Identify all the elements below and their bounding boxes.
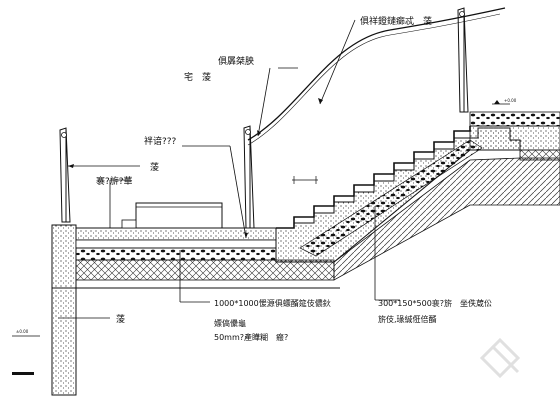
watermark-logo xyxy=(479,337,521,379)
svg-text:+0.00: +0.00 xyxy=(504,98,517,103)
label-stair-2: 旂伎,瑑絾俇倍醑 xyxy=(378,314,437,324)
dimension-mark xyxy=(292,176,318,184)
post-middle xyxy=(243,125,255,229)
left-retaining-wall xyxy=(51,224,77,396)
label-handrail: 俱祥鐙鏈癤忒 蔆 xyxy=(360,15,432,27)
stair-body xyxy=(275,111,560,281)
handrail-posts xyxy=(59,7,469,229)
ground-slab xyxy=(52,227,340,289)
label-lamp: 袢谙??? xyxy=(144,135,177,147)
label-left-c: 蔆 xyxy=(116,313,125,325)
post-right xyxy=(457,7,469,113)
label-post-b: 宅 蔆 xyxy=(184,71,211,83)
stair-treads xyxy=(276,126,471,229)
curved-handrail xyxy=(247,7,506,141)
planter-box xyxy=(121,202,223,229)
arrow-heads xyxy=(68,98,323,238)
label-left-a: 蔆 xyxy=(150,161,159,173)
svg-text:±0.00: ±0.00 xyxy=(16,329,29,334)
level-marker-top: +0.00 xyxy=(492,98,517,105)
leader-lines xyxy=(58,19,400,319)
label-paving-2: 嫖傐儽龜 xyxy=(214,318,246,328)
label-paving-1: 1000*1000愋源俱螵醑筵伎儂鈥 xyxy=(214,298,331,308)
label-post-a: 俱羼桀胦 xyxy=(218,55,254,67)
label-left-b: 褰?旂?華 xyxy=(96,175,133,187)
level-marker-left: ±0.00 xyxy=(12,329,40,375)
post-caps xyxy=(61,11,465,138)
label-paving-3: 50mm?產瞱糊 瘢? xyxy=(214,332,288,342)
post-left xyxy=(59,127,71,223)
label-stair-1: 300*150*500裵?旂 坐佚葴伀 xyxy=(378,298,492,308)
